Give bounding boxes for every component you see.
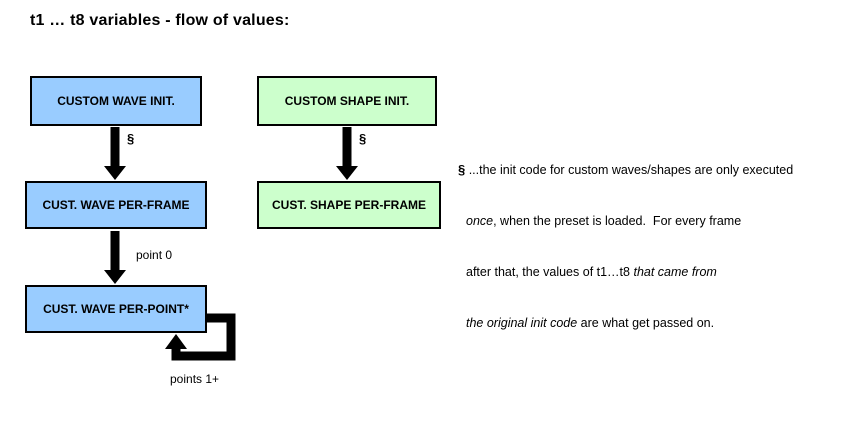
- note-line-1-text: ...the init code for custom waves/shapes…: [465, 163, 794, 177]
- arrow-wave-init-to-per-frame-icon: [104, 127, 126, 180]
- arrow-shape-init-to-per-frame-icon: [336, 127, 358, 180]
- note-line-3-italic: that came from: [633, 265, 717, 279]
- note-line-4: the original init code are what get pass…: [458, 315, 846, 332]
- arrow-wave-per-frame-to-per-point-icon: [104, 231, 126, 284]
- note-line-2-text: , when the preset is loaded. For every f…: [493, 214, 742, 228]
- box-cust-wave-per-point-label: CUST. WAVE PER-POINT*: [43, 302, 189, 316]
- section-marker-wave: §: [127, 131, 135, 146]
- note-line-3-text: after that, the values of t1…t8: [466, 265, 634, 279]
- box-cust-wave-per-frame: CUST. WAVE PER-FRAME: [25, 181, 207, 229]
- note-text: § ...the init code for custom waves/shap…: [458, 127, 846, 366]
- box-custom-wave-init: CUSTOM WAVE INIT.: [30, 76, 202, 126]
- label-points-1plus: points 1+: [170, 372, 220, 386]
- note-line-4-text: are what get passed on.: [577, 316, 715, 330]
- note-line-2-italic: once: [466, 214, 494, 228]
- box-custom-shape-init-label: CUSTOM SHAPE INIT.: [284, 94, 410, 108]
- note-section-marker: §: [458, 162, 466, 177]
- box-cust-shape-per-frame: CUST. SHAPE PER-FRAME: [257, 181, 441, 229]
- section-marker-shape: §: [359, 131, 367, 146]
- label-point-0: point 0: [136, 248, 173, 262]
- box-custom-wave-init-label: CUSTOM WAVE INIT.: [57, 94, 175, 108]
- box-cust-shape-per-frame-label: CUST. SHAPE PER-FRAME: [271, 198, 426, 212]
- diagram-title: t1 … t8 variables - flow of values:: [30, 12, 290, 29]
- note-line-4-italic: the original init code: [466, 316, 578, 330]
- note-line-3: after that, the values of t1…t8 that cam…: [458, 264, 846, 281]
- note-line-1: § ...the init code for custom waves/shap…: [458, 161, 846, 179]
- box-cust-wave-per-point: CUST. WAVE PER-POINT*: [25, 285, 207, 333]
- box-custom-shape-init: CUSTOM SHAPE INIT.: [257, 76, 437, 126]
- box-cust-wave-per-frame-label: CUST. WAVE PER-FRAME: [42, 198, 190, 212]
- note-line-2: once, when the preset is loaded. For eve…: [458, 213, 846, 230]
